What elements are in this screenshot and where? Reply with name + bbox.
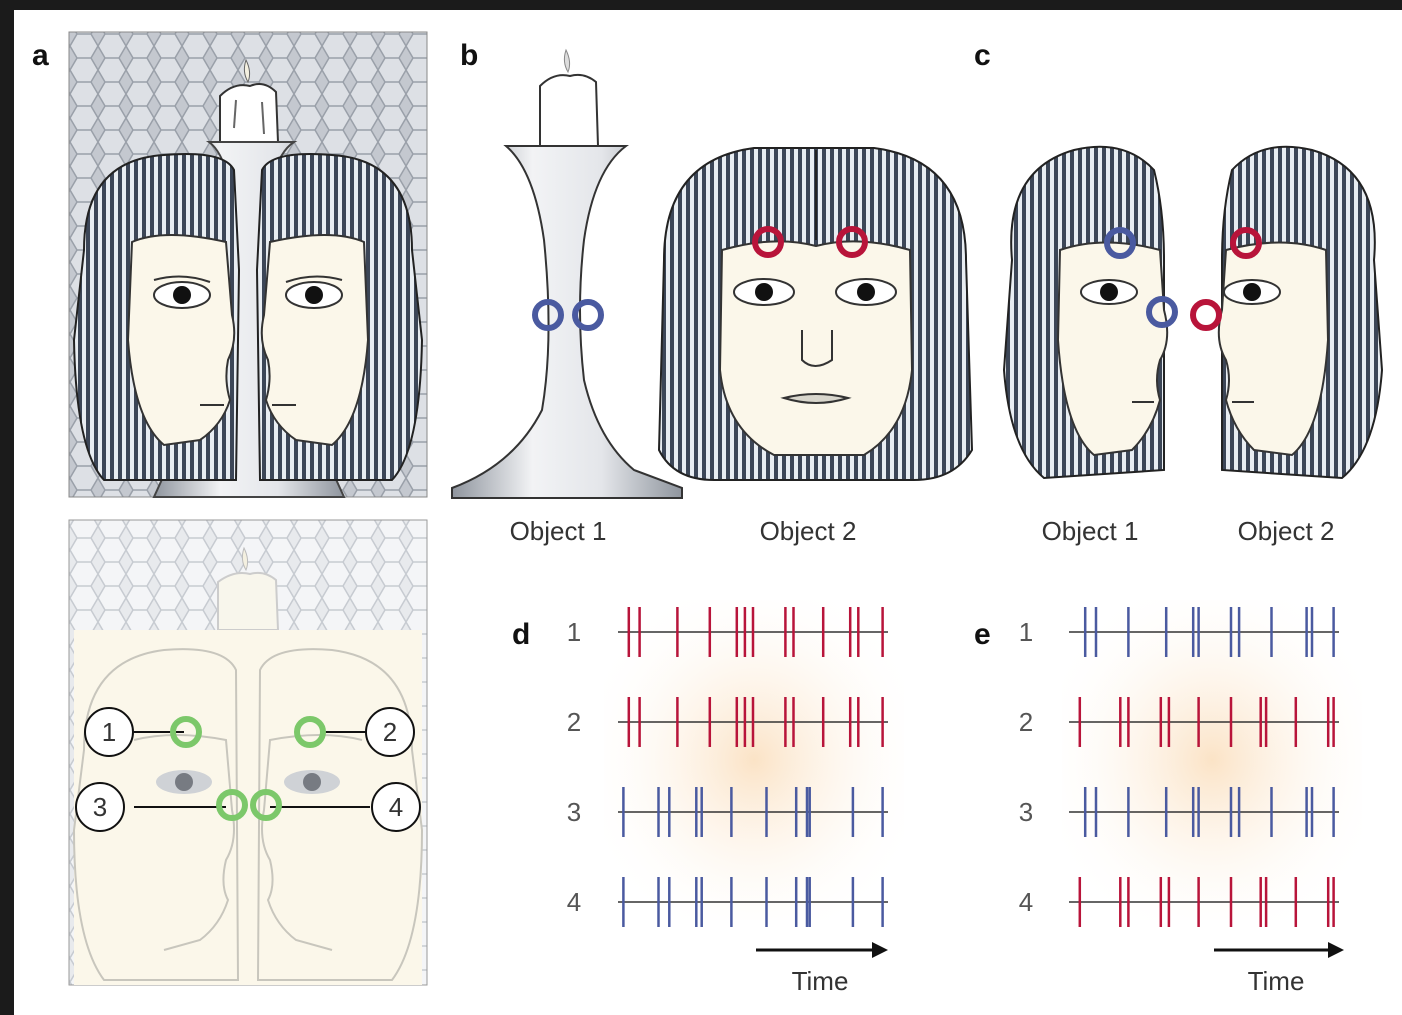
face-object-2-c — [1193, 147, 1382, 478]
time-arrow-head-d — [872, 942, 888, 958]
panel-label-b: b — [460, 39, 478, 72]
panel-label-d: d — [512, 618, 530, 651]
panel-label-c: c — [974, 39, 991, 72]
time-arrow-head-e — [1328, 942, 1344, 958]
node-label-3: 3 — [93, 792, 107, 822]
node-label-2: 2 — [383, 717, 397, 747]
time-label-e: Time — [1248, 966, 1305, 996]
panel-label-a: a — [32, 39, 49, 72]
node-label-4: 4 — [389, 792, 403, 822]
raster-e-glow — [1062, 600, 1362, 920]
time-label-d: Time — [792, 966, 849, 996]
panel-a-top: a — [32, 32, 427, 497]
panel-c-object-1-label: Object 1 — [1042, 516, 1139, 546]
face-object-1-c — [1004, 147, 1175, 478]
panel-c: c Object 1 Object 2 — [974, 39, 1382, 546]
figure: a 1 2 3 4 b — [14, 10, 1402, 1015]
panel-b: b Object 1 Object 2 — [452, 39, 972, 546]
left-face — [74, 154, 239, 480]
raster-d-row-label-2: 2 — [567, 707, 581, 737]
raster-d-row-label-4: 4 — [567, 887, 581, 917]
raster-d-row-label-3: 3 — [567, 797, 581, 827]
panel-e: e 1 2 3 4 Time — [974, 600, 1362, 996]
panel-label-e: e — [974, 618, 991, 651]
figure-svg: a 1 2 3 4 b — [14, 10, 1402, 1015]
red-circle-c2 — [1193, 302, 1219, 328]
raster-e-row-label-3: 3 — [1019, 797, 1033, 827]
panel-b-object-2-label: Object 2 — [760, 516, 857, 546]
panel-d: d 1 2 3 4 Time — [512, 600, 904, 996]
raster-e-row-label-4: 4 — [1019, 887, 1033, 917]
raster-d-row-label-1: 1 — [567, 617, 581, 647]
vase-object-1 — [452, 50, 682, 498]
raster-e-row-label-2: 2 — [1019, 707, 1033, 737]
right-face — [257, 154, 422, 480]
raster-e-row-label-1: 1 — [1019, 617, 1033, 647]
face-object-2 — [659, 148, 972, 480]
panel-c-object-2-label: Object 2 — [1238, 516, 1335, 546]
panel-a-bottom: 1 2 3 4 — [69, 520, 427, 985]
panel-b-object-1-label: Object 1 — [510, 516, 607, 546]
node-label-1: 1 — [102, 717, 116, 747]
